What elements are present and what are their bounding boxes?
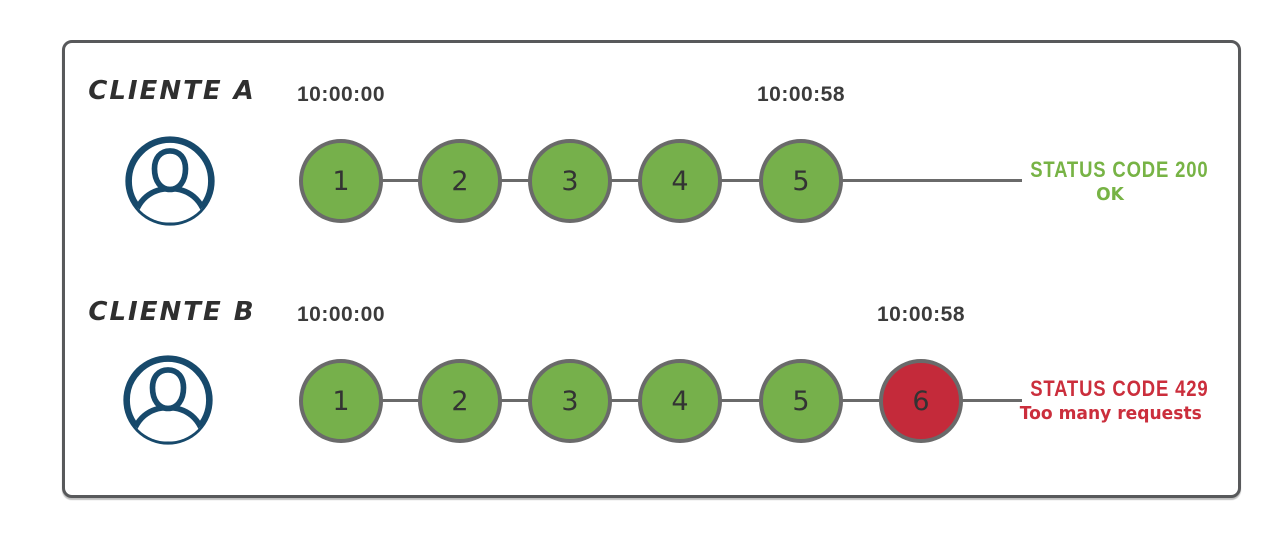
request-node: 1 <box>299 359 383 443</box>
request-node: 5 <box>759 359 843 443</box>
status-detail-text: OK <box>1096 184 1124 206</box>
user-avatar-icon <box>123 355 213 445</box>
request-node: 2 <box>418 139 502 223</box>
end-timestamp: 10:00:58 <box>876 303 966 326</box>
status-code-text: STATUS CODE 200 <box>1030 157 1209 182</box>
request-node: 1 <box>299 139 383 223</box>
client-b-label: CLIENTE B <box>88 297 256 327</box>
start-timestamp: 10:00:00 <box>296 303 386 326</box>
request-node: 3 <box>528 359 612 443</box>
status-response: STATUS CODE 200 OK <box>1015 157 1209 206</box>
request-node: 3 <box>528 139 612 223</box>
request-node: 2 <box>418 359 502 443</box>
start-timestamp: 10:00:00 <box>296 83 386 106</box>
end-timestamp: 10:00:58 <box>756 83 846 106</box>
status-code-text: STATUS CODE 429 <box>1030 376 1209 401</box>
request-node: 4 <box>638 359 722 443</box>
request-node: 4 <box>638 139 722 223</box>
client-a-label: CLIENTE A <box>88 76 256 106</box>
request-node: 6 <box>879 359 963 443</box>
status-response: STATUS CODE 429 Too many requests <box>1015 376 1209 425</box>
user-avatar-icon <box>125 136 215 226</box>
status-detail-text: Too many requests <box>1019 403 1202 425</box>
request-node: 5 <box>759 139 843 223</box>
